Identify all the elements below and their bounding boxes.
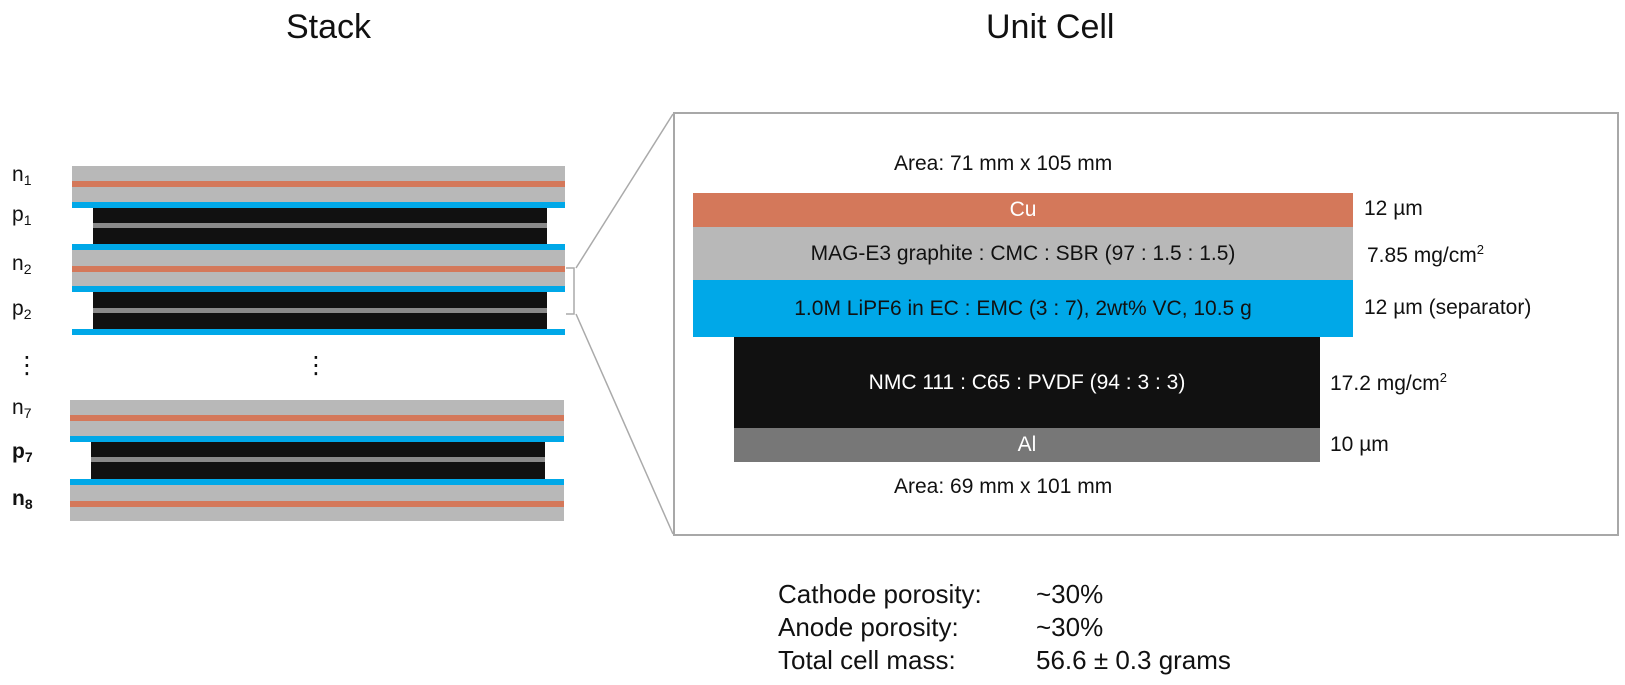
cell-properties: Cathode porosity: ~30% Anode porosity: ~…	[778, 578, 1231, 677]
property-key: Cathode porosity:	[778, 579, 982, 609]
stack-title: Stack	[286, 8, 372, 46]
property-row: Anode porosity: ~30%	[778, 611, 1231, 644]
anode-loading: 7.85 mg/cm2	[1367, 242, 1484, 267]
label-p2: p2	[12, 297, 32, 322]
property-key: Total cell mass:	[778, 645, 956, 675]
anode-layer: MAG-E3 graphite : CMC : SBR (97 : 1.5 : …	[693, 227, 1353, 280]
p7-aluminum	[91, 457, 545, 462]
n8-copper	[70, 501, 564, 507]
label-n7: n7	[12, 396, 32, 421]
separator-thickness: 12 µm (separator)	[1364, 296, 1532, 319]
p1-separator	[72, 244, 565, 250]
label-p7: p7	[12, 440, 33, 465]
cathode-layer: NMC 111 : C65 : PVDF (94 : 3 : 3)	[734, 337, 1320, 428]
n7-separator	[70, 436, 564, 442]
al-layer: Al	[734, 428, 1320, 462]
p1-aluminum	[93, 223, 547, 228]
zoom-bracket	[566, 267, 575, 315]
cu-thickness: 12 µm	[1364, 197, 1423, 220]
property-value: ~30%	[1036, 612, 1104, 642]
cu-layer-label: Cu	[1009, 198, 1037, 221]
p7-separator	[70, 479, 564, 485]
property-key: Anode porosity:	[778, 612, 959, 642]
electrolyte-separator-layer: 1.0M LiPF6 in EC : EMC (3 : 7), 2wt% VC,…	[693, 280, 1353, 337]
n1-copper	[72, 181, 565, 187]
property-row: Total cell mass: 56.6 ± 0.3 grams	[778, 644, 1231, 677]
p2-aluminum	[93, 308, 547, 313]
zoom-line-top	[575, 113, 674, 269]
cathode-layer-label: NMC 111 : C65 : PVDF (94 : 3 : 3)	[868, 370, 1186, 394]
n2-copper	[72, 266, 565, 272]
zoom-line-bottom	[575, 313, 674, 535]
label-n2: n2	[12, 252, 32, 277]
cathode-area-label: Area: 69 mm x 101 mm	[894, 475, 1113, 498]
ellipsis-center: ⋮	[304, 352, 328, 379]
unit-cell-title: Unit Cell	[986, 8, 1115, 46]
property-value: 56.6 ± 0.3 grams	[1036, 645, 1231, 675]
al-thickness: 10 µm	[1330, 433, 1389, 456]
unit-cell-panel	[673, 112, 1619, 536]
label-n1: n1	[12, 163, 32, 188]
property-row: Cathode porosity: ~30%	[778, 578, 1231, 611]
p2-separator	[72, 329, 565, 335]
cathode-loading: 17.2 mg/cm2	[1330, 370, 1447, 395]
electrolyte-layer-label: 1.0M LiPF6 in EC : EMC (3 : 7), 2wt% VC,…	[794, 296, 1252, 320]
n2-separator	[72, 286, 565, 292]
cu-layer: Cu	[693, 193, 1353, 227]
al-layer-label: Al	[1017, 433, 1037, 456]
n7-copper	[70, 415, 564, 421]
anode-area-label: Area: 71 mm x 105 mm	[894, 152, 1113, 175]
property-value: ~30%	[1036, 579, 1104, 609]
ellipsis-left: ⋮	[15, 352, 39, 379]
anode-layer-label: MAG-E3 graphite : CMC : SBR (97 : 1.5 : …	[810, 241, 1236, 265]
label-n8: n8	[12, 487, 33, 512]
n1-separator	[72, 202, 565, 208]
label-p1: p1	[12, 203, 32, 228]
